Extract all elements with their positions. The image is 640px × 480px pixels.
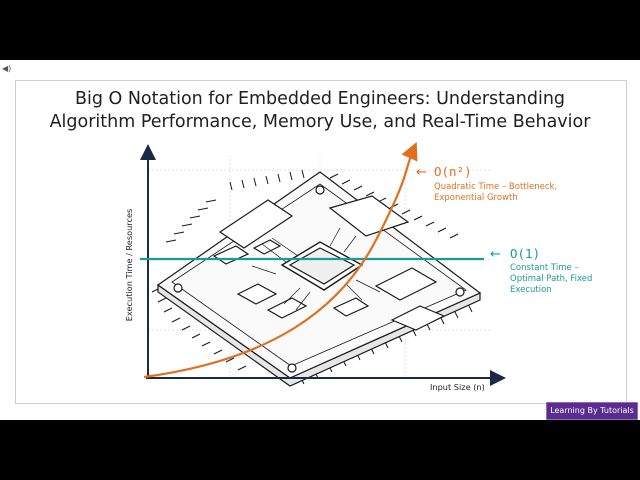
constant-desc-2: Optimal Path, Fixed <box>510 274 592 284</box>
quadratic-desc-2: Exponential Growth <box>434 193 518 203</box>
constant-desc-1: Constant Time – <box>510 263 579 273</box>
speaker-icon[interactable]: ◀︎) <box>2 64 12 73</box>
slide-area: ◀︎) Big O Notation for Embedded Engineer… <box>0 60 640 420</box>
x-axis-label: Input Size (n) <box>430 382 485 392</box>
quadratic-arrow-icon: ← <box>416 165 427 180</box>
y-axis-label: Execution Time / Resources <box>124 209 134 322</box>
constant-label: O(1) <box>510 246 540 261</box>
big-o-diagram: Execution Time / Resources Input Size (n… <box>124 141 592 392</box>
constant-desc-3: Execution <box>510 285 552 295</box>
quadratic-desc-1: Quadratic Time – Bottleneck, <box>434 182 557 192</box>
slide-title: Big O Notation for Embedded Engineers: U… <box>0 88 640 134</box>
quadratic-time-curve <box>143 141 418 379</box>
title-line-1: Big O Notation for Embedded Engineers: U… <box>74 89 566 109</box>
constant-arrow-icon: ← <box>490 247 501 262</box>
channel-badge[interactable]: Learning By Tutorials <box>546 402 638 420</box>
quadratic-label: O(n²) <box>434 164 472 179</box>
microchip-illustration <box>151 169 482 387</box>
title-line-2: Algorithm Performance, Memory Use, and R… <box>49 112 591 132</box>
